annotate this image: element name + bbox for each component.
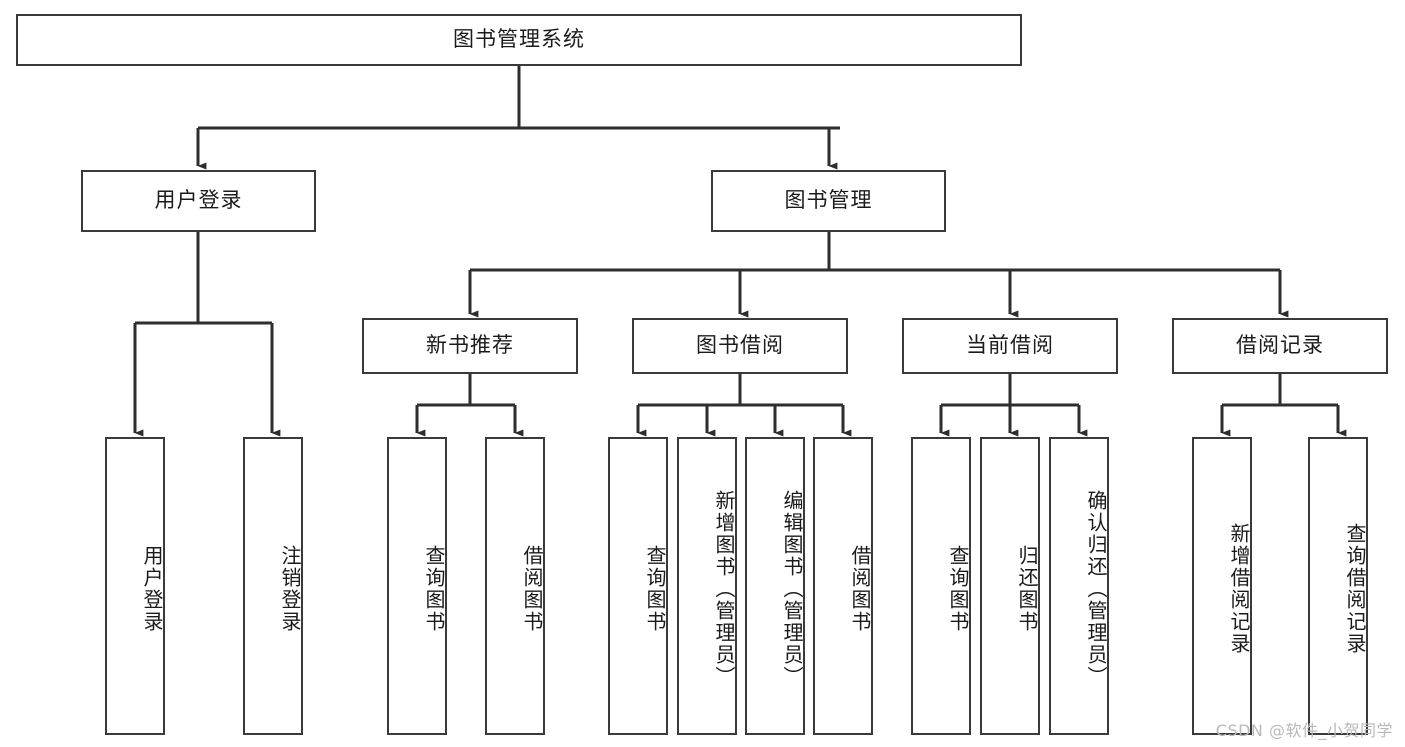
node-label: 借阅记录 — [1236, 333, 1324, 358]
leaf-borrow-record-add[interactable]: 新增借阅记录 — [1192, 437, 1252, 735]
node-label: 图书管理系统 — [453, 27, 585, 52]
node-label: 查询图书 — [946, 545, 970, 633]
leaf-book-borrow-borrow[interactable]: 借阅图书 — [813, 437, 873, 735]
node-label: 归还图书 — [1015, 545, 1039, 633]
node-label: 确认归还（管理员） — [1084, 490, 1108, 688]
node-user-login[interactable]: 用户登录 — [81, 170, 316, 232]
node-label: 编辑图书（管理员） — [780, 490, 804, 688]
node-label: 注销登录 — [278, 545, 302, 633]
node-book-borrow[interactable]: 图书借阅 — [632, 318, 848, 374]
node-borrow-record[interactable]: 借阅记录 — [1172, 318, 1388, 374]
node-label: 借阅图书 — [848, 545, 872, 633]
node-label: 用户登录 — [154, 188, 243, 213]
node-label: 查询借阅记录 — [1343, 523, 1367, 655]
node-label: 查询图书 — [422, 545, 446, 633]
node-label: 新书推荐 — [426, 333, 514, 358]
leaf-new-book-query[interactable]: 查询图书 — [387, 437, 447, 735]
leaf-book-borrow-query[interactable]: 查询图书 — [608, 437, 668, 735]
leaf-book-borrow-add[interactable]: 新增图书（管理员） — [677, 437, 737, 735]
node-root-book-management-system[interactable]: 图书管理系统 — [16, 14, 1022, 66]
node-label: 图书借阅 — [696, 333, 784, 358]
node-book-management[interactable]: 图书管理 — [711, 170, 946, 232]
leaf-book-borrow-edit[interactable]: 编辑图书（管理员） — [745, 437, 805, 735]
leaf-current-borrow-confirm-return[interactable]: 确认归还（管理员） — [1049, 437, 1109, 735]
node-new-book-recommend[interactable]: 新书推荐 — [362, 318, 578, 374]
leaf-new-book-borrow[interactable]: 借阅图书 — [485, 437, 545, 735]
node-label: 当前借阅 — [966, 333, 1054, 358]
leaf-current-borrow-query[interactable]: 查询图书 — [911, 437, 971, 735]
node-label: 查询图书 — [643, 545, 667, 633]
leaf-borrow-record-query[interactable]: 查询借阅记录 — [1308, 437, 1368, 735]
leaf-user-login-login[interactable]: 用户登录 — [105, 437, 165, 735]
node-label: 图书管理 — [784, 188, 873, 213]
leaf-current-borrow-return[interactable]: 归还图书 — [980, 437, 1040, 735]
node-label: 新增图书（管理员） — [712, 490, 736, 688]
node-label: 用户登录 — [140, 545, 164, 633]
node-current-borrow[interactable]: 当前借阅 — [902, 318, 1118, 374]
node-label: 新增借阅记录 — [1227, 523, 1251, 655]
node-label: 借阅图书 — [520, 545, 544, 633]
leaf-user-login-logout[interactable]: 注销登录 — [243, 437, 303, 735]
watermark: CSDN @软件_小贺同学 — [1215, 721, 1393, 740]
